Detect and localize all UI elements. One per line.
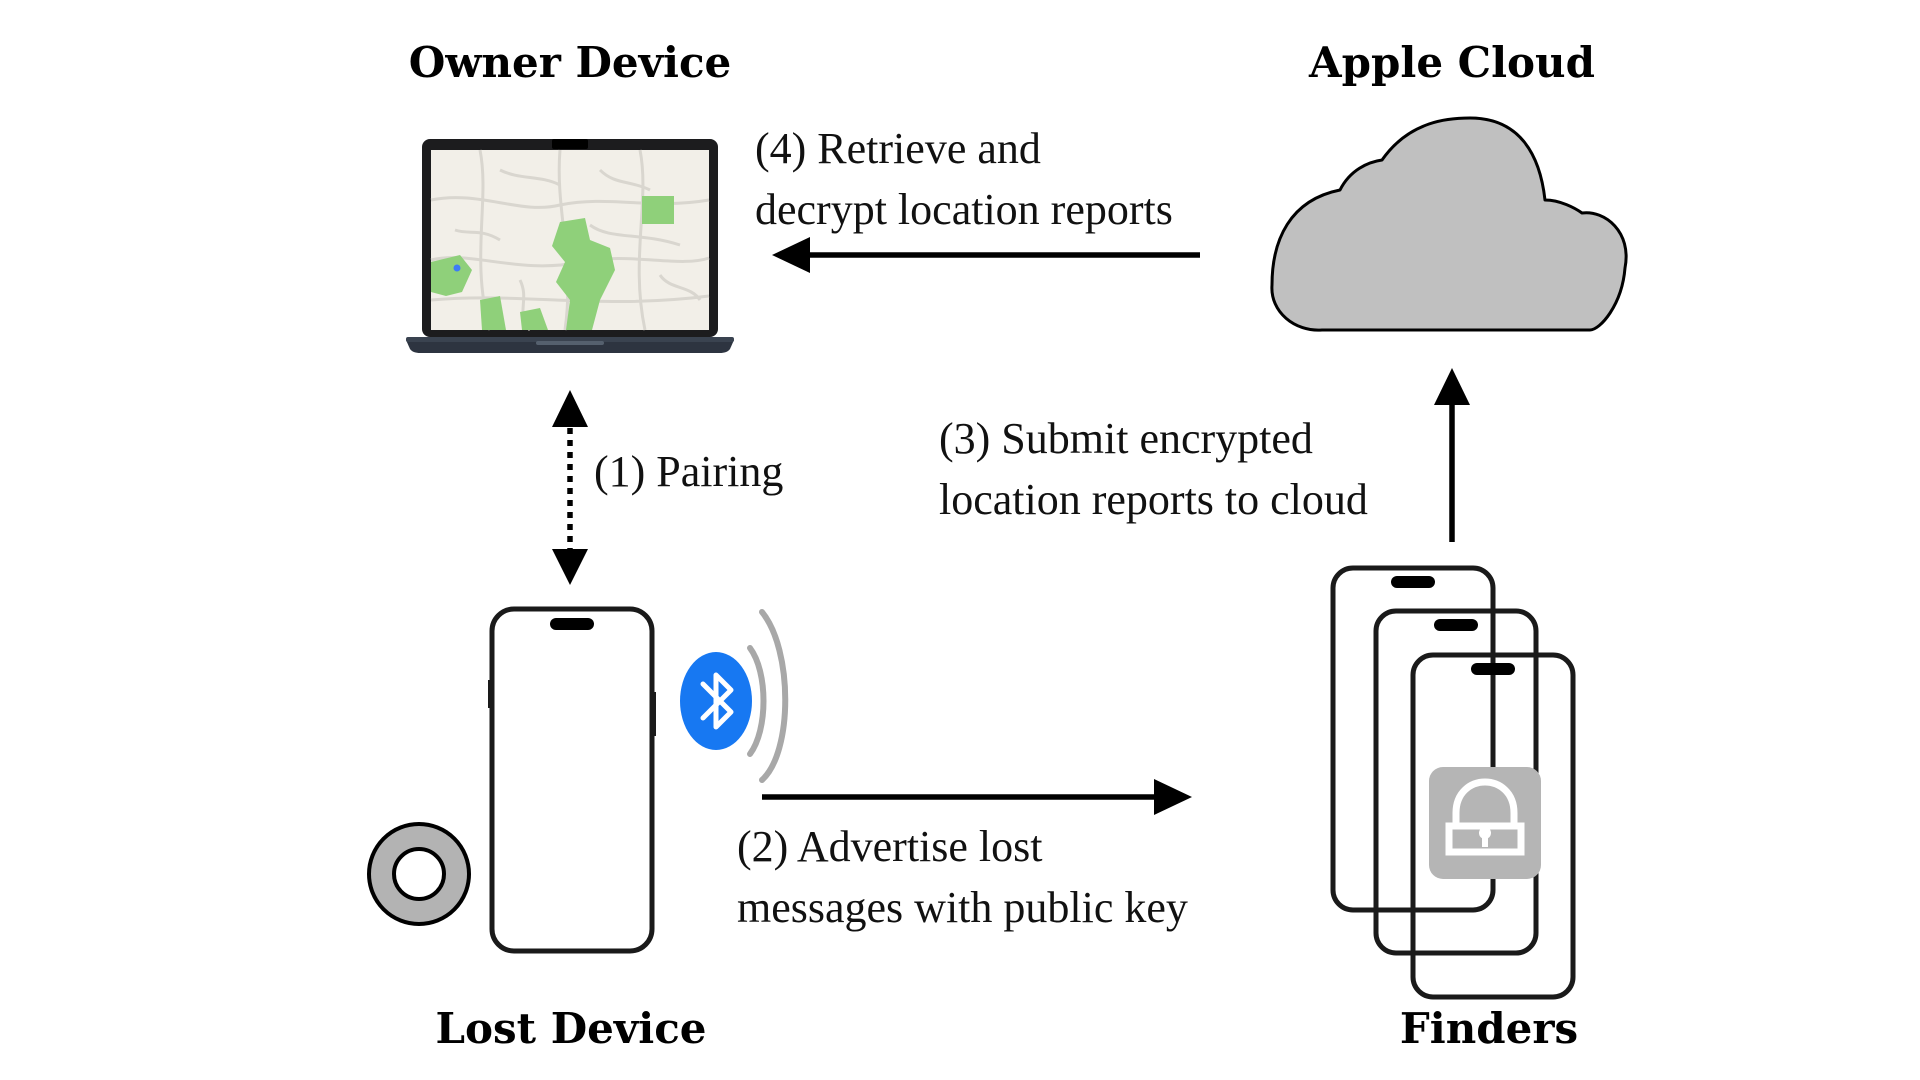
retrieve-label-line1: (4) Retrieve and bbox=[755, 124, 1041, 173]
lock-icon bbox=[1429, 767, 1541, 879]
pairing-label-line1: (1) Pairing bbox=[594, 447, 784, 496]
retrieve-label: (4) Retrieve and decrypt location report… bbox=[755, 118, 1173, 240]
submit-label: (3) Submit encrypted location reports to… bbox=[939, 408, 1368, 530]
retrieve-arrow bbox=[772, 237, 1200, 273]
laptop-map-icon bbox=[406, 139, 734, 353]
apple-cloud-title: Apple Cloud bbox=[1309, 38, 1595, 87]
submit-arrow bbox=[1434, 368, 1470, 542]
owner-device-title: Owner Device bbox=[408, 38, 732, 87]
pairing-label: (1) Pairing bbox=[594, 441, 783, 502]
finders-title: Finders bbox=[1399, 1004, 1579, 1053]
advertise-label-line1: (2) Advertise lost bbox=[737, 822, 1043, 871]
airtag-icon bbox=[367, 822, 471, 926]
submit-label-line1: (3) Submit encrypted bbox=[939, 414, 1313, 463]
cloud-icon bbox=[1270, 116, 1628, 332]
advertise-arrow bbox=[762, 779, 1192, 815]
smartphone-icon bbox=[488, 606, 656, 954]
bluetooth-icon bbox=[680, 609, 789, 783]
lost-device-title: Lost Device bbox=[435, 1004, 707, 1053]
advertise-label: (2) Advertise lost messages with public … bbox=[737, 816, 1188, 938]
advertise-label-line2: messages with public key bbox=[737, 883, 1188, 932]
pairing-arrow bbox=[552, 390, 588, 585]
submit-label-line2: location reports to cloud bbox=[939, 475, 1368, 524]
retrieve-label-line2: decrypt location reports bbox=[755, 185, 1173, 234]
